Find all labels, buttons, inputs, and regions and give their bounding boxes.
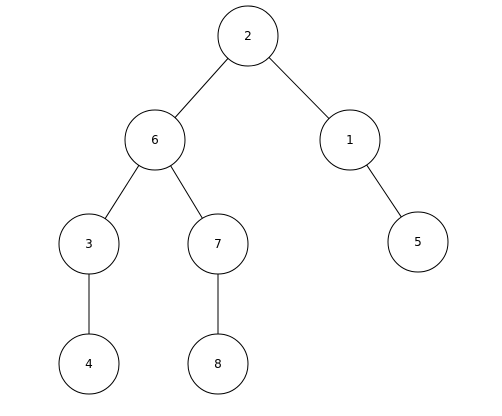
node-label: 7 xyxy=(214,237,222,251)
edge-n2-n6 xyxy=(174,58,229,118)
node-circle xyxy=(58,213,120,275)
edge-n6-n3 xyxy=(104,165,140,219)
node-circle xyxy=(387,211,449,273)
node-label: 5 xyxy=(414,235,422,249)
tree-edges xyxy=(88,57,402,334)
tree-node-5: 5 xyxy=(387,211,449,273)
node-label: 4 xyxy=(85,357,93,371)
edge-n2-n1 xyxy=(268,57,330,119)
node-circle xyxy=(217,5,279,67)
tree-node-6: 6 xyxy=(124,109,186,171)
node-label: 3 xyxy=(85,237,93,251)
tree-nodes: 2 6 1 3 7 5 4 8 xyxy=(58,5,449,395)
node-label: 8 xyxy=(214,357,222,371)
tree-node-2: 2 xyxy=(217,5,279,67)
node-label: 6 xyxy=(151,133,159,147)
tree-node-4: 4 xyxy=(58,333,120,395)
node-label: 2 xyxy=(244,29,252,43)
tree-node-3: 3 xyxy=(58,213,120,275)
node-circle xyxy=(124,109,186,171)
tree-node-8: 8 xyxy=(187,333,249,395)
edge-n6-n7 xyxy=(170,165,203,219)
tree-node-1: 1 xyxy=(319,109,381,171)
node-circle xyxy=(58,333,120,395)
node-label: 1 xyxy=(346,133,354,147)
tree-node-7: 7 xyxy=(187,213,249,275)
node-circle xyxy=(187,213,249,275)
node-circle xyxy=(319,109,381,171)
edge-n1-n5 xyxy=(366,164,402,218)
node-circle xyxy=(187,333,249,395)
